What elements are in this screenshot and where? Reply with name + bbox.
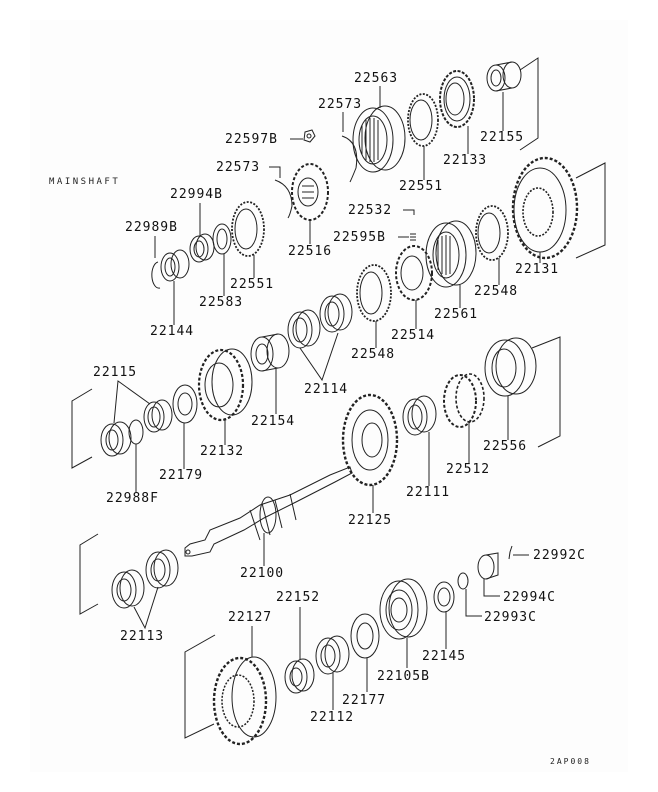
part-label-22994c[interactable]: 22994C bbox=[503, 590, 556, 605]
clip-22989B-icon[interactable] bbox=[151, 261, 161, 289]
part-label-22127[interactable]: 22127 bbox=[228, 610, 273, 625]
part-label-22144[interactable]: 22144 bbox=[150, 324, 195, 339]
spring-22595B-icon[interactable] bbox=[410, 233, 416, 241]
part-label-22988f[interactable]: 22988F bbox=[106, 491, 159, 506]
part-label-22154[interactable]: 22154 bbox=[251, 414, 296, 429]
part-label-22548[interactable]: 22548 bbox=[474, 284, 519, 299]
part-label-22105b[interactable]: 22105B bbox=[377, 669, 430, 684]
snap-ring-22573-icon[interactable] bbox=[341, 135, 358, 183]
hub-22516-icon[interactable] bbox=[291, 163, 329, 221]
diagram-frame bbox=[30, 20, 628, 772]
thrust-washer-22177-icon[interactable] bbox=[350, 613, 380, 659]
gear-22127-icon[interactable] bbox=[212, 656, 277, 746]
nut-22994B-icon[interactable] bbox=[189, 233, 215, 263]
part-label-22115[interactable]: 22115 bbox=[93, 365, 138, 380]
bearing-22105B-icon[interactable] bbox=[379, 578, 428, 640]
sleeve-22561-icon[interactable] bbox=[425, 220, 477, 288]
part-label-22100[interactable]: 22100 bbox=[240, 566, 285, 581]
part-label-22177[interactable]: 22177 bbox=[342, 693, 387, 708]
part-label-22563[interactable]: 22563 bbox=[354, 71, 399, 86]
spacer-22154-icon[interactable] bbox=[250, 333, 290, 372]
washer-22179-icon[interactable] bbox=[172, 384, 198, 424]
gear-22131-icon[interactable] bbox=[511, 156, 579, 260]
part-label-22512[interactable]: 22512 bbox=[446, 462, 491, 477]
bearing-22114-icon[interactable] bbox=[287, 293, 353, 349]
part-label-22145[interactable]: 22145 bbox=[422, 649, 467, 664]
part-label-22573[interactable]: 22573 bbox=[318, 97, 363, 112]
hub-22512-icon[interactable] bbox=[443, 373, 485, 428]
part-label-22551[interactable]: 22551 bbox=[230, 277, 275, 292]
gear-22132-icon[interactable] bbox=[197, 348, 253, 422]
part-label-22132[interactable]: 22132 bbox=[200, 444, 245, 459]
part-label-22516[interactable]: 22516 bbox=[288, 244, 333, 259]
part-label-22548[interactable]: 22548 bbox=[351, 347, 396, 362]
part-label-22583[interactable]: 22583 bbox=[199, 295, 244, 310]
bearing-22115-icon[interactable] bbox=[100, 399, 173, 457]
hub-22514-icon[interactable] bbox=[395, 245, 433, 301]
part-label-22114[interactable]: 22114 bbox=[304, 382, 349, 397]
part-label-22992c[interactable]: 22992C bbox=[533, 548, 586, 563]
bearing-22113-icon[interactable] bbox=[111, 549, 179, 609]
ring-22583-icon[interactable] bbox=[212, 223, 232, 255]
mainshaft-22100-icon[interactable] bbox=[184, 466, 353, 557]
synchro-ring-22548-icon[interactable] bbox=[475, 205, 509, 261]
part-label-22113[interactable]: 22113 bbox=[120, 629, 165, 644]
part-label-22111[interactable]: 22111 bbox=[406, 485, 451, 500]
part-label-22597b[interactable]: 22597B bbox=[225, 132, 278, 147]
part-label-22125[interactable]: 22125 bbox=[348, 513, 393, 528]
synchro-ring-22551-lower-icon[interactable] bbox=[231, 201, 265, 257]
sleeve-22556-icon[interactable] bbox=[484, 337, 537, 397]
part-label-22595b[interactable]: 22595B bbox=[333, 230, 386, 245]
o-ring-22993C-icon[interactable] bbox=[457, 572, 469, 590]
gear-22133-icon[interactable] bbox=[439, 70, 475, 128]
part-label-22989b[interactable]: 22989B bbox=[125, 220, 178, 235]
washer-22145-icon[interactable] bbox=[433, 581, 455, 613]
part-label-22556[interactable]: 22556 bbox=[483, 439, 528, 454]
bushing-22155-icon[interactable] bbox=[486, 61, 522, 92]
diagram-title: MAINSHAFT bbox=[49, 177, 121, 187]
cotter-pin-22992C-icon[interactable] bbox=[508, 545, 513, 560]
part-label-22131[interactable]: 22131 bbox=[515, 262, 560, 277]
bearing-22111-icon[interactable] bbox=[402, 395, 437, 436]
part-label-22133[interactable]: 22133 bbox=[443, 153, 488, 168]
bearing-22144-icon[interactable] bbox=[160, 249, 190, 282]
bearing-22112-icon[interactable] bbox=[315, 635, 350, 675]
part-label-22993c[interactable]: 22993C bbox=[484, 610, 537, 625]
spacer-22152-icon[interactable] bbox=[284, 658, 315, 694]
part-label-22561[interactable]: 22561 bbox=[434, 307, 479, 322]
key-22597B-icon[interactable] bbox=[303, 129, 316, 143]
pin-22532-icon[interactable] bbox=[408, 209, 415, 215]
nut-22994C-icon[interactable] bbox=[477, 552, 499, 580]
part-label-22152[interactable]: 22152 bbox=[276, 590, 321, 605]
part-label-22179[interactable]: 22179 bbox=[159, 468, 204, 483]
drawing-code: 2AP008 bbox=[550, 757, 591, 766]
part-label-22532[interactable]: 22532 bbox=[348, 203, 393, 218]
sleeve-22563-icon[interactable] bbox=[352, 105, 406, 173]
part-label-22112[interactable]: 22112 bbox=[310, 710, 355, 725]
synchro-ring-22548-lower-icon[interactable] bbox=[356, 264, 392, 322]
part-label-22551[interactable]: 22551 bbox=[399, 179, 444, 194]
part-label-22514[interactable]: 22514 bbox=[391, 328, 436, 343]
synchro-ring-22551-icon[interactable] bbox=[407, 93, 439, 147]
gear-22125-icon[interactable] bbox=[341, 393, 399, 487]
snap-ring-22573-lower-icon[interactable] bbox=[274, 179, 293, 219]
part-label-22994b[interactable]: 22994B bbox=[170, 187, 223, 202]
part-label-22573[interactable]: 22573 bbox=[216, 160, 261, 175]
shim-22988F-icon[interactable] bbox=[128, 419, 144, 445]
part-label-22155[interactable]: 22155 bbox=[480, 130, 525, 145]
